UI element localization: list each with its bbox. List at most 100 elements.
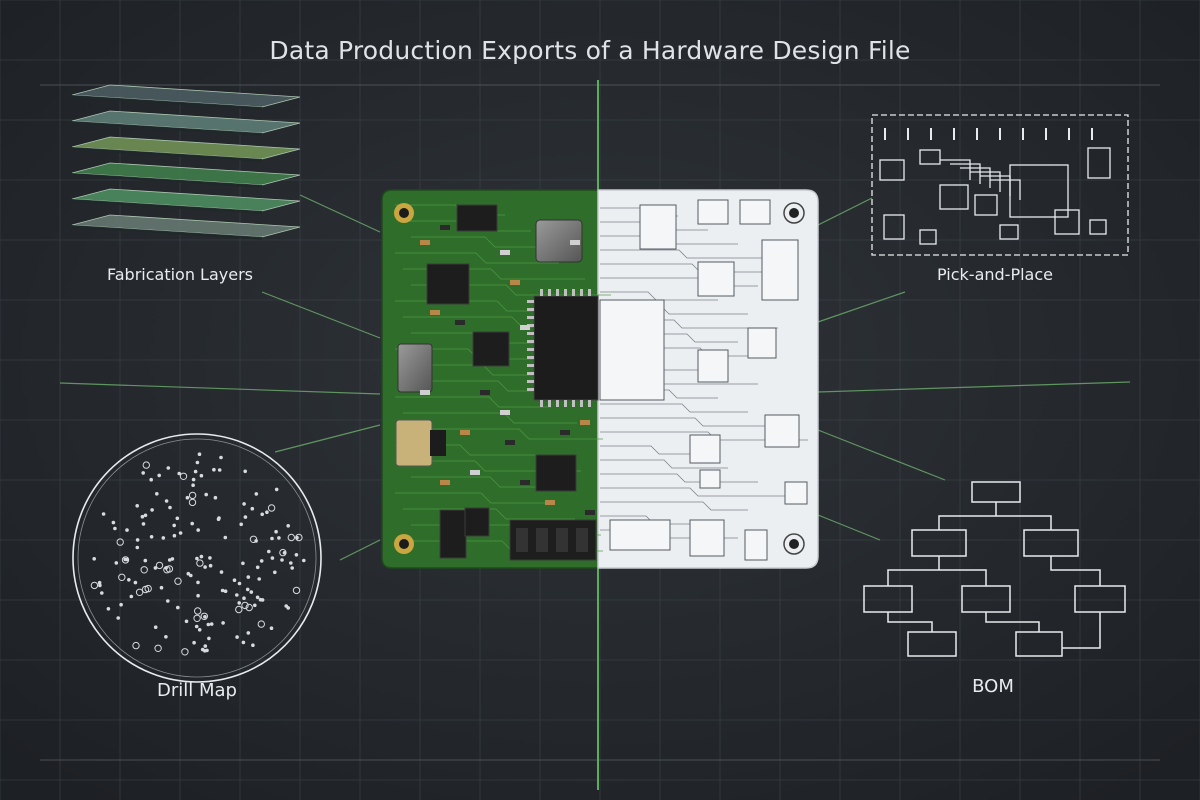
- ic-pin: [580, 400, 583, 407]
- drill-hole: [242, 596, 246, 600]
- drill-hole: [100, 591, 104, 595]
- drill-hole: [143, 558, 148, 563]
- drill-hole: [197, 452, 202, 457]
- header-pin: [576, 528, 588, 552]
- drill-hole: [111, 520, 116, 525]
- copper-trace: [403, 412, 577, 424]
- pnp-footprint: [1054, 209, 1080, 235]
- drawing-trace: [600, 473, 758, 483]
- drill-hole: [196, 580, 200, 585]
- passive-component: [585, 510, 595, 515]
- passive-component: [440, 225, 450, 230]
- drill-hole: [179, 472, 188, 480]
- header-pin: [556, 528, 568, 552]
- drill-hole: [192, 640, 196, 645]
- layer-edge: [72, 95, 262, 110]
- drill-hole: [170, 557, 175, 561]
- pcb-white-drawing: [599, 199, 808, 561]
- pick-and-place-drawing: [871, 114, 1129, 256]
- pcb-green-components: [395, 204, 611, 561]
- drill-hole: [223, 535, 228, 540]
- drill-hole: [197, 628, 202, 632]
- drill-hole: [186, 571, 191, 576]
- drill-map: [72, 433, 322, 683]
- drill-hole: [286, 524, 291, 528]
- drill-hole: [132, 641, 140, 650]
- drill-hole: [92, 557, 96, 561]
- ic-pin: [548, 400, 551, 407]
- drill-hole: [209, 622, 214, 626]
- drill-hole: [164, 499, 169, 503]
- drill-hole: [123, 557, 127, 562]
- drill-hole: [295, 535, 299, 540]
- drill-hole: [150, 508, 154, 512]
- main-ic: [533, 295, 599, 401]
- drill-hole: [203, 565, 207, 569]
- drill-hole: [269, 626, 274, 630]
- connector-bom-2: [817, 514, 881, 541]
- drill-hole: [155, 492, 159, 496]
- drill-hole: [178, 531, 183, 535]
- layer-edge: [72, 225, 262, 240]
- drill-hole: [250, 506, 255, 511]
- drill-hole: [153, 625, 158, 629]
- passive-component: [470, 470, 480, 475]
- drawing-footprint: [689, 519, 725, 557]
- drill-hole: [149, 535, 154, 539]
- pnp-footprint: [999, 224, 1019, 240]
- connector-mid-right: [817, 381, 1131, 393]
- passive-component: [430, 310, 440, 315]
- passive-component: [520, 480, 530, 485]
- drill-hole: [203, 644, 208, 648]
- copper-trace: [411, 236, 557, 248]
- drill-hole: [280, 558, 284, 562]
- drill-hole: [196, 528, 200, 532]
- drill-hole: [274, 529, 278, 534]
- drill-hole: [119, 602, 123, 607]
- pcb-board: [381, 189, 819, 569]
- drill-hole: [141, 471, 145, 475]
- bom-edge: [887, 556, 987, 586]
- fabrication-layers-stack: [71, 84, 301, 240]
- drill-hole: [241, 601, 249, 610]
- passive-component: [505, 440, 515, 445]
- drill-hole: [181, 648, 189, 656]
- drill-hole: [219, 570, 224, 574]
- passive-component: [500, 410, 510, 415]
- passive-component: [420, 390, 430, 395]
- ic-pin: [527, 308, 534, 311]
- drill-hole: [140, 514, 145, 519]
- ic-pin: [564, 400, 567, 407]
- bom-edge: [1050, 556, 1101, 586]
- drawing-footprint: [697, 261, 735, 297]
- drill-hole: [191, 477, 196, 482]
- drill-hole: [277, 536, 281, 540]
- drill-hole: [289, 561, 293, 565]
- ic-pin: [572, 400, 575, 407]
- inductor: [397, 343, 433, 393]
- passive-component: [455, 320, 465, 325]
- bom-edge: [938, 502, 1052, 530]
- bom-edge: [887, 612, 933, 632]
- drawing-footprint: [599, 299, 665, 401]
- connector-fab-1: [299, 194, 381, 233]
- drawing-footprint: [747, 327, 777, 359]
- drill-hole: [241, 640, 246, 645]
- drill-hole: [265, 510, 269, 514]
- drill-hole: [255, 565, 260, 570]
- ic-chip: [456, 204, 498, 232]
- drill-hole: [195, 460, 200, 465]
- drawing-trace: [600, 487, 788, 497]
- drill-hole: [221, 621, 225, 625]
- drill-hole: [207, 636, 211, 641]
- pnp-footprint: [919, 149, 941, 165]
- ic-pin: [527, 372, 534, 375]
- drill-hole: [235, 593, 239, 597]
- drill-hole: [255, 595, 260, 600]
- ic-pin: [588, 289, 591, 296]
- drill-hole: [200, 612, 209, 620]
- drill-hole: [193, 614, 201, 622]
- pnp-trace: [990, 179, 1021, 200]
- drill-hole: [106, 607, 111, 611]
